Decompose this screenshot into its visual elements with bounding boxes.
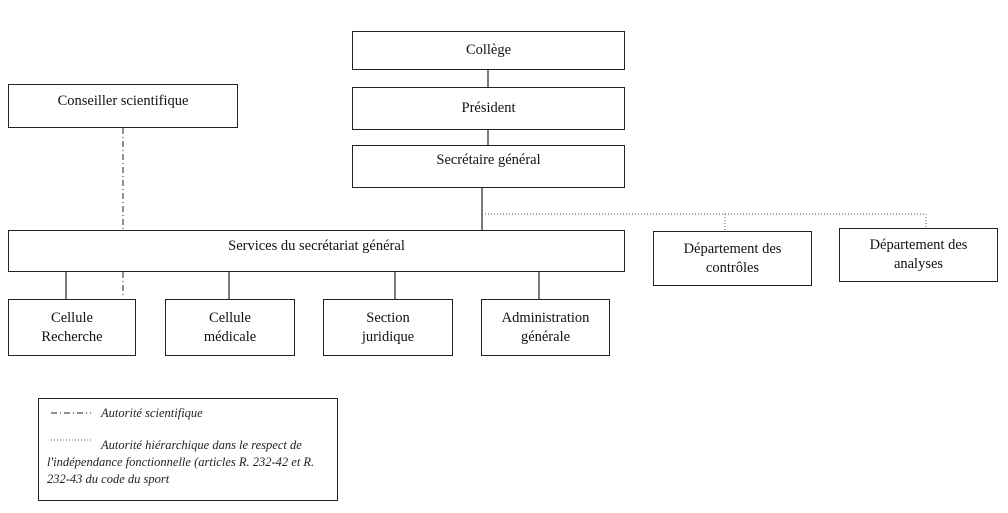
departement-controles-box: Département des contrôles bbox=[653, 231, 812, 286]
cellule-medicale-label: Cellule médicale bbox=[203, 309, 257, 345]
departement-analyses-box: Département des analyses bbox=[839, 228, 998, 282]
dash-dot-line-symbol bbox=[51, 412, 91, 414]
cellule-recherche-box: Cellule Recherche bbox=[8, 299, 136, 356]
legend: Autorité scientifique Autorité hiérarchi… bbox=[38, 398, 338, 501]
cellule-medicale-box: Cellule médicale bbox=[165, 299, 295, 356]
cellule-recherche-label: Cellule Recherche bbox=[41, 309, 103, 345]
legend-scientific-authority: Autorité scientifique bbox=[101, 406, 203, 420]
college-box: Collège bbox=[352, 31, 625, 70]
president-box: Président bbox=[352, 87, 625, 130]
college-label: Collège bbox=[465, 42, 512, 58]
departement-analyses-label: Département des analyses bbox=[869, 237, 968, 272]
legend-hierarchical-authority: Autorité hiérarchique dans le respect de… bbox=[47, 438, 315, 486]
dotted-line-symbol bbox=[51, 439, 91, 441]
administration-generale-box: Administration générale bbox=[481, 299, 610, 356]
conseiller-scientifique-label: Conseiller scientifique bbox=[57, 93, 189, 109]
president-label: Président bbox=[461, 100, 516, 116]
secretaire-general-label: Secrétaire général bbox=[436, 152, 541, 168]
services-secretariat-box: Services du secrétariat général bbox=[8, 230, 625, 272]
section-juridique-box: Section juridique bbox=[323, 299, 453, 356]
secretaire-general-box: Secrétaire général bbox=[352, 145, 625, 188]
administration-generale-label: Administration générale bbox=[501, 309, 590, 345]
section-juridique-label: Section juridique bbox=[361, 309, 415, 345]
services-secretariat-label: Services du secrétariat général bbox=[228, 238, 405, 254]
departement-controles-label: Département des contrôles bbox=[683, 240, 782, 276]
conseiller-scientifique-box: Conseiller scientifique bbox=[8, 84, 238, 128]
